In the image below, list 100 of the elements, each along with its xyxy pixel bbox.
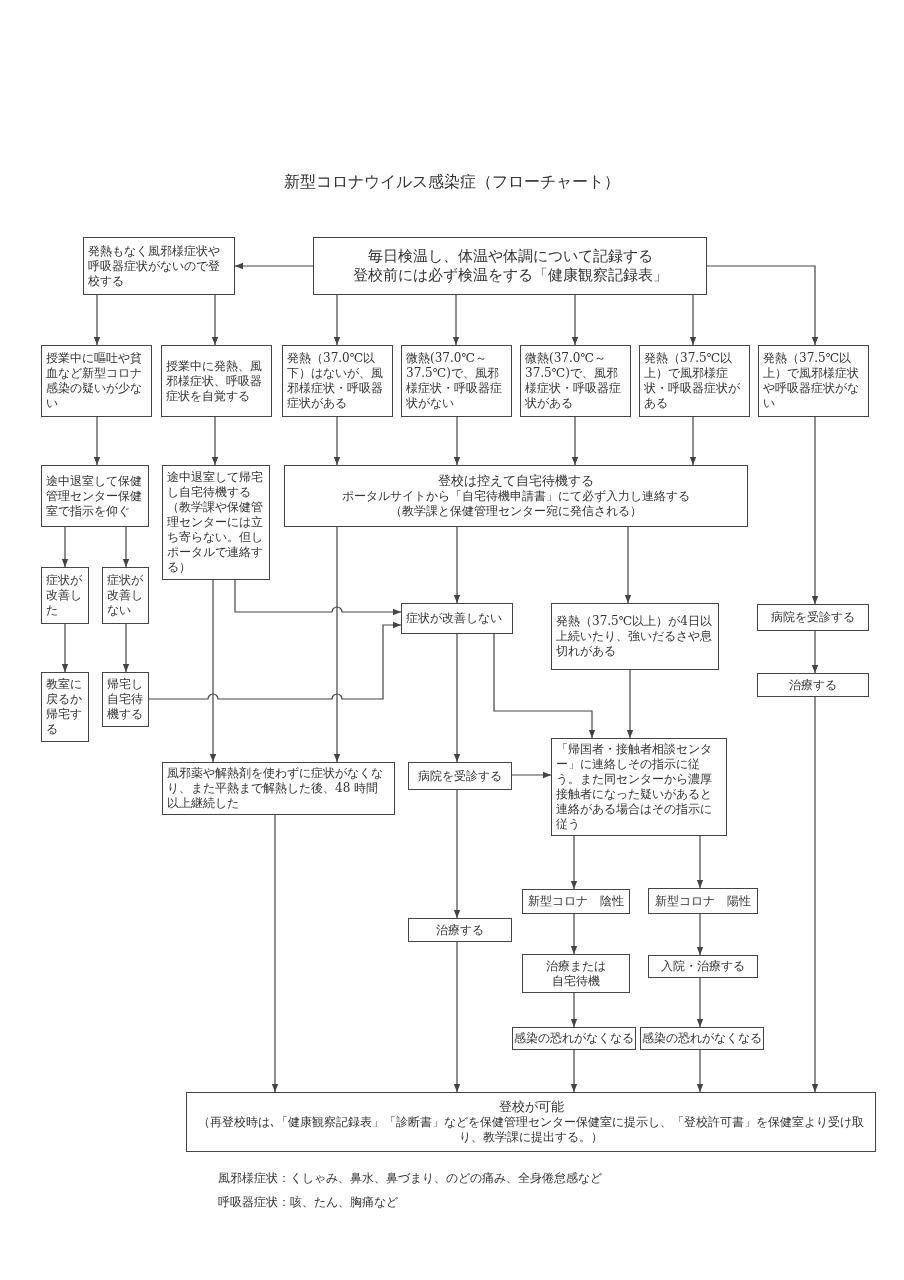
- box-text: 登校前には必ず検温をする「健康観察記録表」: [351, 266, 669, 285]
- title: 新型コロナウイルス感染症（フローチャート）: [283, 172, 621, 193]
- box-text: 登校が可能: [497, 1098, 565, 1116]
- process-box: [551, 738, 727, 836]
- process-box: [102, 567, 149, 624]
- box-text: 授業中に嘔吐や貧血など新型コロナ感染の疑いが少ない: [46, 351, 143, 411]
- process-box: [639, 345, 750, 417]
- box-text: 登校は控えて自宅待機する: [437, 472, 595, 490]
- process-box: [401, 603, 513, 634]
- arrow: [811, 696, 819, 1093]
- process-box: [520, 345, 631, 417]
- arrow: [453, 526, 461, 604]
- process-box: [162, 465, 270, 580]
- box-text: 新型コロナ 陰性: [527, 894, 625, 909]
- arrow: [148, 621, 402, 700]
- arrow: [570, 992, 578, 1028]
- box-text: 発熱（37.5℃以上）が4日以上続いたり、強いだるさや息切れがある: [556, 614, 713, 659]
- process-box: [551, 603, 719, 670]
- box-text: 症状が改善しない: [107, 573, 144, 618]
- box-text: 新型コロナ 陽性: [654, 893, 752, 909]
- process-box: [41, 465, 149, 527]
- arrow: [452, 294, 460, 346]
- arrow: [624, 526, 632, 604]
- box-text: 発熱（37.5℃以上）で風邪様症状・呼吸器症状がある: [644, 351, 741, 411]
- process-box: [522, 954, 630, 993]
- arrow: [571, 294, 579, 346]
- arrow: [271, 814, 279, 1093]
- arrow: [211, 294, 219, 346]
- process-box: [162, 762, 395, 815]
- process-box: [313, 237, 707, 295]
- process-box: [83, 237, 235, 295]
- box-text: 発熱（37.5℃以上）で風邪様症状や呼吸器症状がない: [763, 351, 860, 411]
- arrow: [493, 633, 596, 739]
- arrow: [696, 1049, 704, 1093]
- arrow: [696, 977, 704, 1028]
- process-box: [757, 673, 869, 697]
- process-box: [408, 918, 512, 942]
- box-text: 途中退室して帰宅し自宅待機する（教学課や保健管理センターには立ち寄らない。但しポータルで連絡する）: [167, 470, 264, 575]
- box-text: 帰宅し自宅待機する: [107, 677, 144, 722]
- box-text: 症状が改善しない: [406, 611, 503, 626]
- box-text: 微熱(37.0℃～37.5℃)で、風邪様症状・呼吸器症状がある: [525, 351, 622, 411]
- arrow: [122, 623, 130, 673]
- arrow: [626, 669, 634, 739]
- arrow: [571, 416, 579, 466]
- box-text: 治療または自宅待機: [545, 958, 607, 989]
- arrow: [61, 623, 69, 673]
- note-text: 風邪様症状：くしゃみ、鼻水、鼻づまり、のどの痛み、全身倦怠感など: [218, 1170, 602, 1187]
- box-text: 毎日検温し、体温や体調について記録する: [366, 247, 654, 266]
- box-text: 治療する: [788, 677, 838, 693]
- process-box: [284, 465, 748, 527]
- process-box: [408, 762, 512, 790]
- process-box: [758, 345, 869, 417]
- arrow: [209, 579, 217, 763]
- arrow: [696, 913, 704, 956]
- arrow: [211, 416, 219, 466]
- arrow: [453, 941, 461, 1093]
- process-box: [41, 672, 89, 742]
- box-text: 感染の恐れがなくなる: [642, 1031, 762, 1046]
- arrow: [453, 633, 461, 763]
- box-text: 授業中に発熱、風邪様症状、呼吸器症状を自覚する: [166, 358, 263, 404]
- arrow: [333, 416, 341, 466]
- process-box: [757, 604, 869, 631]
- arrow: [689, 294, 697, 346]
- arrow: [93, 294, 101, 346]
- process-box: [282, 345, 393, 417]
- process-box: [161, 345, 272, 417]
- arrow: [234, 579, 402, 616]
- arrow: [122, 526, 130, 568]
- box-text: 風邪薬や解熱剤を使わずに症状がなくなり、また平熱まで解熱した後、48 時間以上継続した: [167, 766, 384, 811]
- process-box: [186, 1092, 876, 1152]
- arrow: [570, 1049, 578, 1093]
- process-box: [522, 889, 630, 914]
- box-text: 教室に戻るか帰宅する: [46, 677, 83, 737]
- box-text: 発熱（37.0℃以下）はないが、風邪様症状・呼吸器症状がある: [287, 351, 384, 411]
- process-box: [648, 888, 758, 914]
- note-text: 呼吸器症状：咳、たん、胸痛など: [218, 1194, 398, 1211]
- arrow: [453, 416, 461, 466]
- box-text: 感染の恐れがなくなる: [514, 1031, 634, 1046]
- box-text: 「帰国者・接触者相談センター」に連絡しその指示に従う。また同センターから濃厚接触者になった疑いがあると連絡がある場合はその指示に従う: [556, 742, 713, 832]
- arrow: [570, 835, 578, 890]
- box-text: 病院を受診する: [417, 768, 503, 784]
- box-text: 病院を受診する: [770, 610, 856, 625]
- box-text: 症状が改善した: [46, 573, 83, 618]
- arrow: [61, 526, 69, 568]
- process-box: [41, 567, 89, 624]
- arrow: [811, 630, 819, 674]
- process-box: [41, 345, 152, 417]
- box-text: 入院・治療する: [660, 959, 746, 974]
- arrow: [811, 416, 819, 605]
- box-text: 微熱(37.0℃～37.5℃)で、風邪様症状・呼吸器症状がない: [406, 351, 503, 411]
- process-box: [401, 345, 512, 417]
- arrow: [333, 294, 341, 346]
- arrow: [93, 416, 101, 466]
- arrow: [706, 265, 819, 346]
- box-text: （教学課と保健管理センター宛に発信される）: [389, 504, 643, 520]
- box-text: 治療する: [435, 922, 485, 938]
- process-box: [648, 955, 758, 978]
- box-text: 途中退室して保健管理センター保健室で指示を仰ぐ: [46, 473, 143, 519]
- arrow: [570, 913, 578, 955]
- box-text: 発熱もなく風邪様症状や呼吸器症状がないので登校する: [88, 243, 221, 289]
